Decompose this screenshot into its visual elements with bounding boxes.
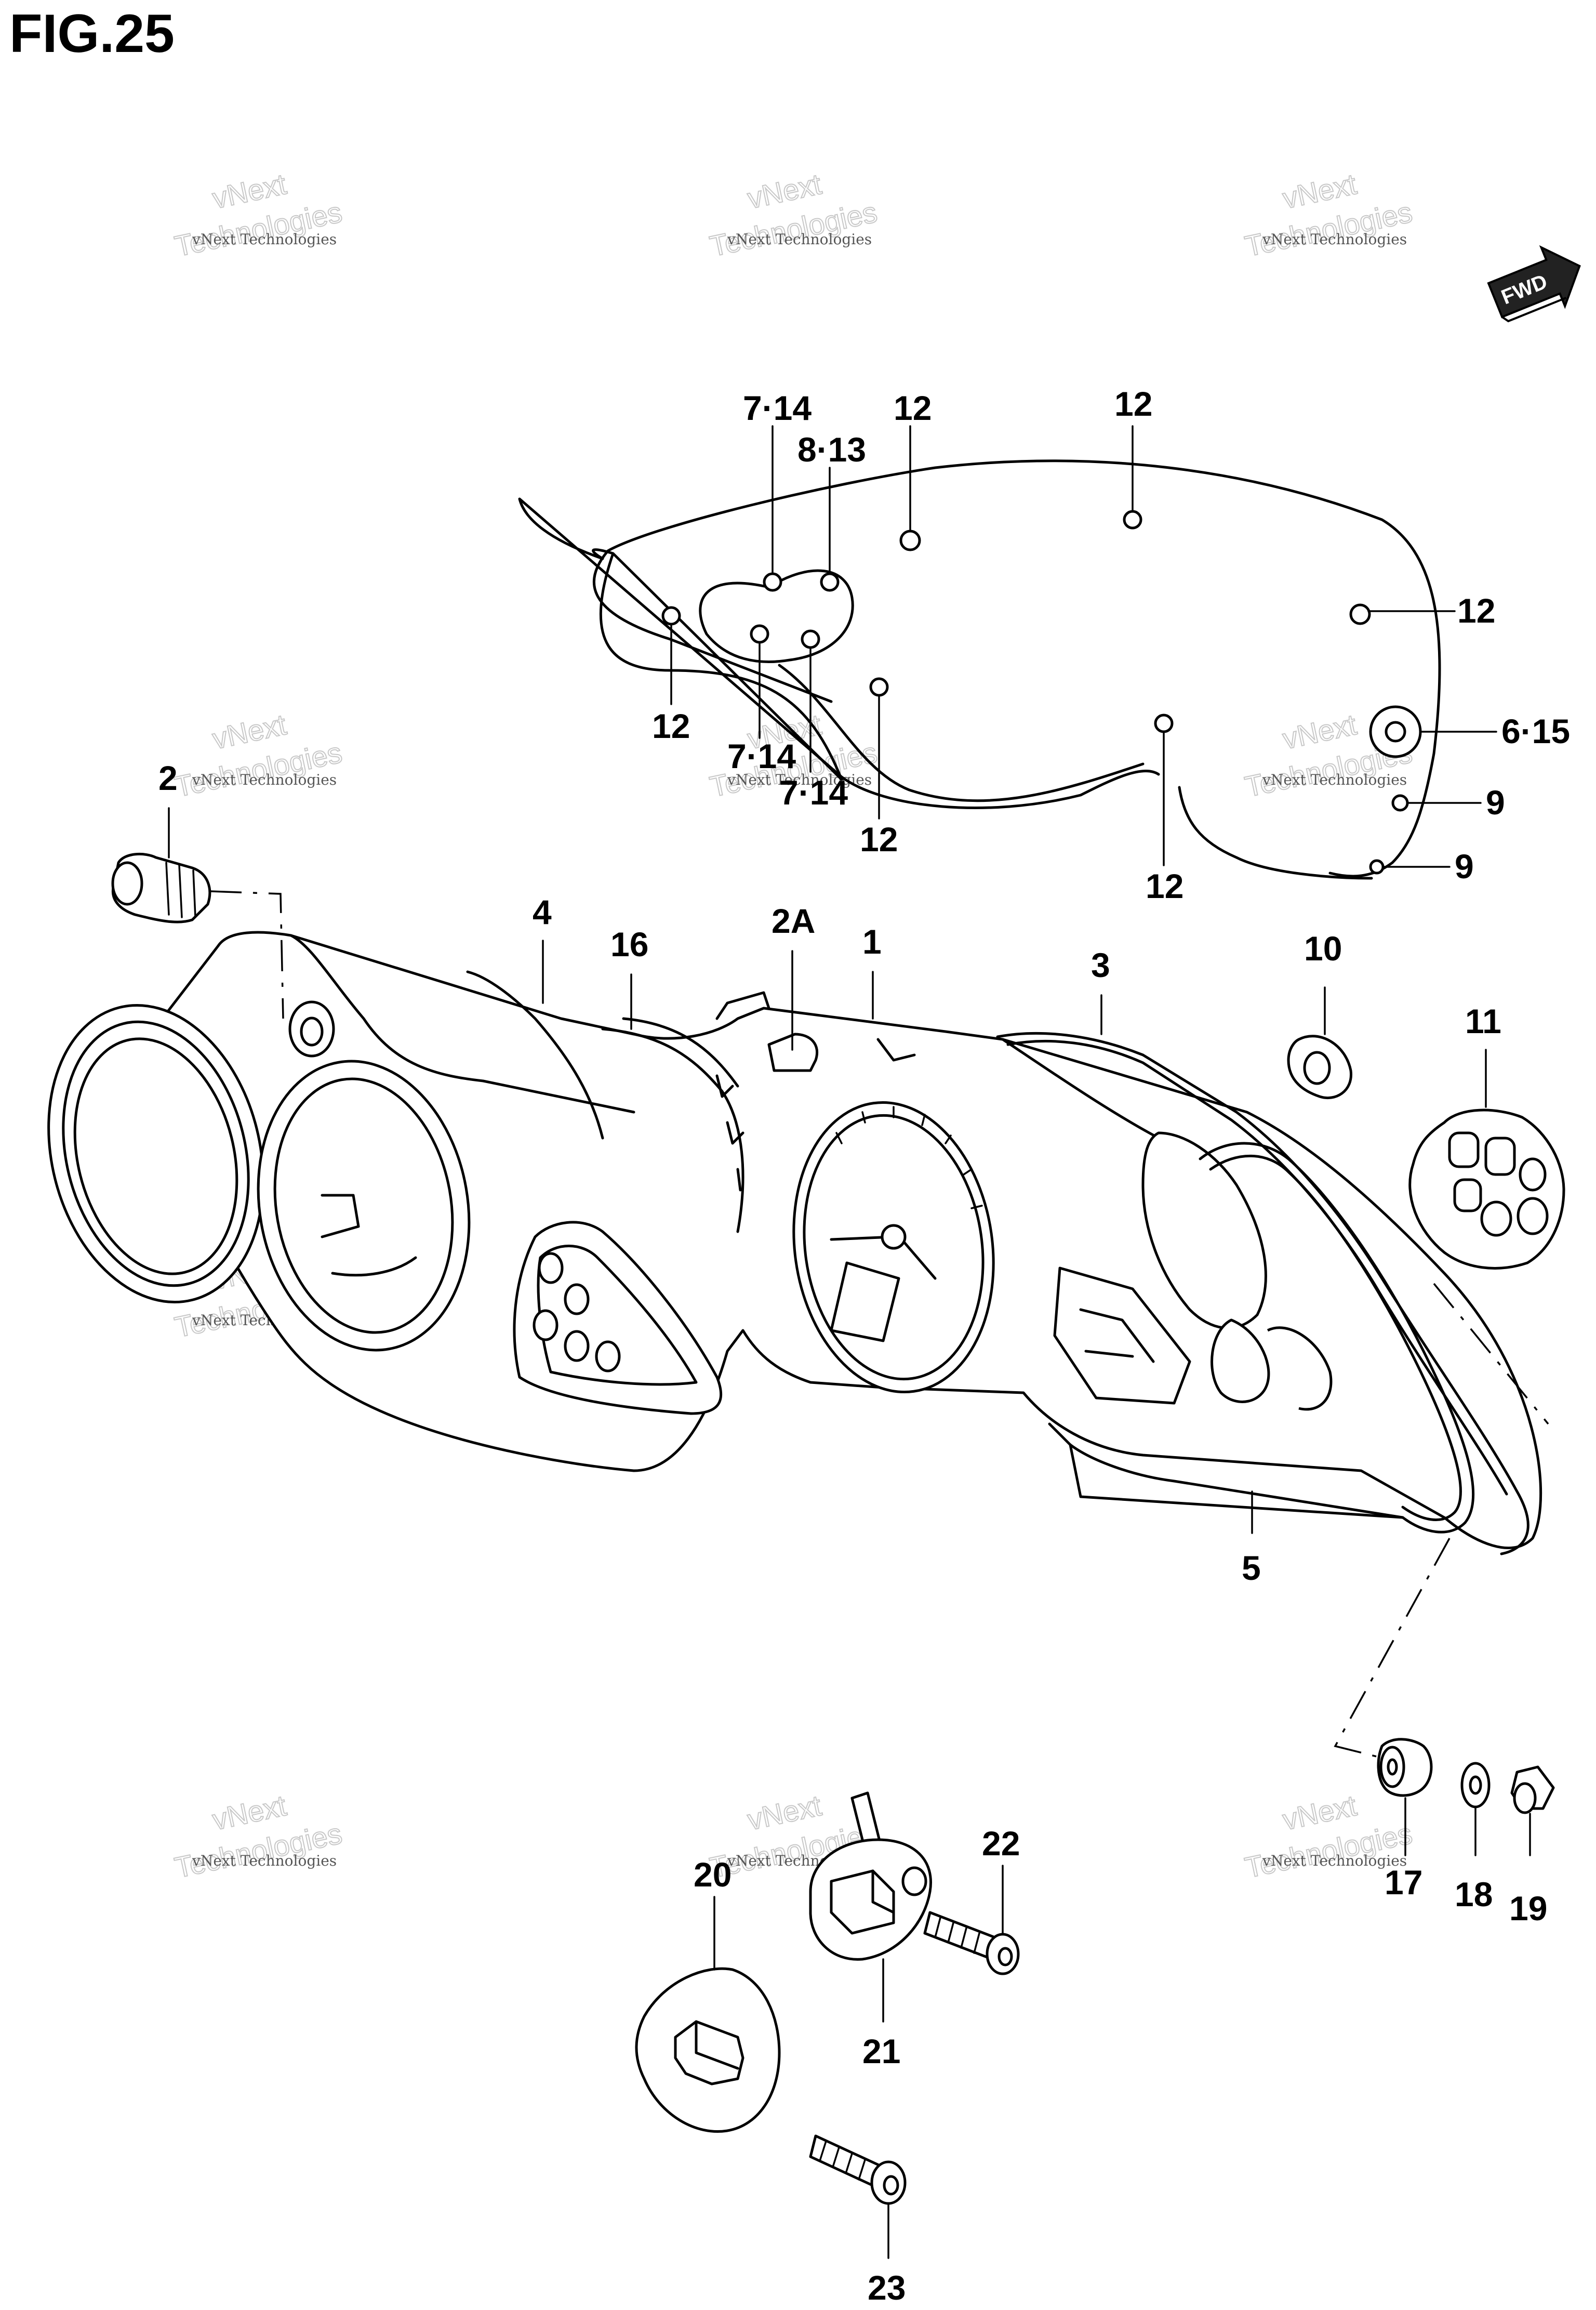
callout-17: 17: [1385, 1863, 1422, 1902]
svg-text:vNext Technologies: vNext Technologies: [1262, 231, 1407, 248]
meter-cable-clamp-part-21: [809, 1791, 932, 1961]
hole-7-14-a: [763, 572, 782, 592]
svg-text:vNext Technologies: vNext Technologies: [192, 1852, 337, 1869]
hole-12-f: [1154, 714, 1174, 733]
svg-text:vNext: vNext: [1280, 167, 1360, 215]
mounting-hardware-17-18-19: [1334, 1538, 1555, 1814]
callout-4: 4: [533, 893, 552, 931]
callout-23: 23: [868, 2268, 906, 2307]
callout-21: 21: [862, 2032, 900, 2070]
meter-adapter-part-20: [635, 1967, 781, 2133]
hole-8-13: [820, 572, 840, 592]
callout-2: 2: [158, 759, 178, 797]
svg-text:vNext: vNext: [209, 1789, 289, 1836]
hole-7-14-c: [801, 629, 820, 649]
svg-text:vNext Technologies: vNext Technologies: [192, 231, 337, 248]
bulb-socket-part-2: [111, 852, 335, 1058]
hole-6-15-inner: [1385, 721, 1406, 743]
forward-direction-badge: FWD: [1487, 245, 1581, 323]
hole-12-d: [1349, 603, 1371, 625]
callout-1: 1: [862, 922, 882, 961]
callout-6-15: 6·15: [1501, 712, 1570, 750]
callout-2a: 2A: [772, 902, 815, 940]
leaders-main: [168, 807, 1531, 2259]
callout-18: 18: [1455, 1875, 1493, 1913]
callout-9-a: 9: [1486, 783, 1505, 822]
rear-panel-outline: [518, 459, 1441, 880]
hole-9-a: [1391, 794, 1409, 812]
hole-12-b: [899, 530, 921, 551]
callout-7-14-b: 7·14: [727, 737, 796, 775]
hole-12-e: [869, 677, 889, 697]
callout-19: 19: [1509, 1889, 1547, 1928]
callout-9-b: 9: [1455, 847, 1474, 886]
svg-text:vNext: vNext: [1280, 1789, 1360, 1836]
callout-12-top-right: 12: [1114, 385, 1152, 423]
callout-7-14-c: 7·14: [779, 773, 848, 812]
callout-12-right: 12: [1457, 591, 1495, 630]
callout-16: 16: [610, 925, 648, 963]
callout-11: 11: [1465, 1002, 1501, 1040]
callout-12-top-center: 12: [894, 389, 932, 427]
screw-part-23: [809, 2134, 907, 2205]
svg-text:vNext: vNext: [744, 167, 824, 215]
hole-12-a: [661, 606, 681, 626]
svg-text:vNext: vNext: [1280, 708, 1360, 755]
svg-text:vNext Technologies: vNext Technologies: [1262, 771, 1407, 788]
hole-12-c: [1123, 510, 1142, 530]
hole-7-14-b: [750, 624, 769, 644]
callout-22: 22: [982, 1824, 1020, 1863]
figure-title: FIG.25: [9, 4, 175, 64]
svg-text:vNext Technologies: vNext Technologies: [192, 771, 337, 788]
grommet-part-10: [1287, 1035, 1352, 1100]
callout-20: 20: [694, 1855, 732, 1894]
indicator-cover-part-11: [1408, 1108, 1565, 1425]
callout-labels: 7·14 8·13 12 12 12 12 7·14 7·14 12 12 6·…: [158, 385, 1570, 2307]
svg-text:vNext Technologies: vNext Technologies: [1262, 1852, 1407, 1869]
callout-8-13: 8·13: [797, 430, 866, 469]
svg-text:vNext: vNext: [209, 708, 289, 755]
leaders-top: [670, 425, 1497, 868]
meter-housing-assembly: [47, 931, 1542, 1550]
hole-9-b: [1369, 859, 1385, 875]
callout-10: 10: [1304, 929, 1342, 968]
callout-5: 5: [1242, 1549, 1261, 1587]
gasket-frame-5: [1048, 1142, 1475, 1534]
callout-12-left: 12: [652, 707, 690, 745]
callout-12-bottom-right: 12: [1146, 867, 1183, 905]
svg-text:vNext: vNext: [209, 167, 289, 215]
callout-7-14-a: 7·14: [743, 389, 812, 427]
callout-12-bottom-center: 12: [860, 820, 898, 859]
svg-text:vNext: vNext: [744, 1789, 824, 1836]
screw-part-22: [923, 1911, 1020, 1975]
callout-3: 3: [1091, 946, 1110, 984]
svg-text:vNext Technologies: vNext Technologies: [727, 231, 872, 248]
